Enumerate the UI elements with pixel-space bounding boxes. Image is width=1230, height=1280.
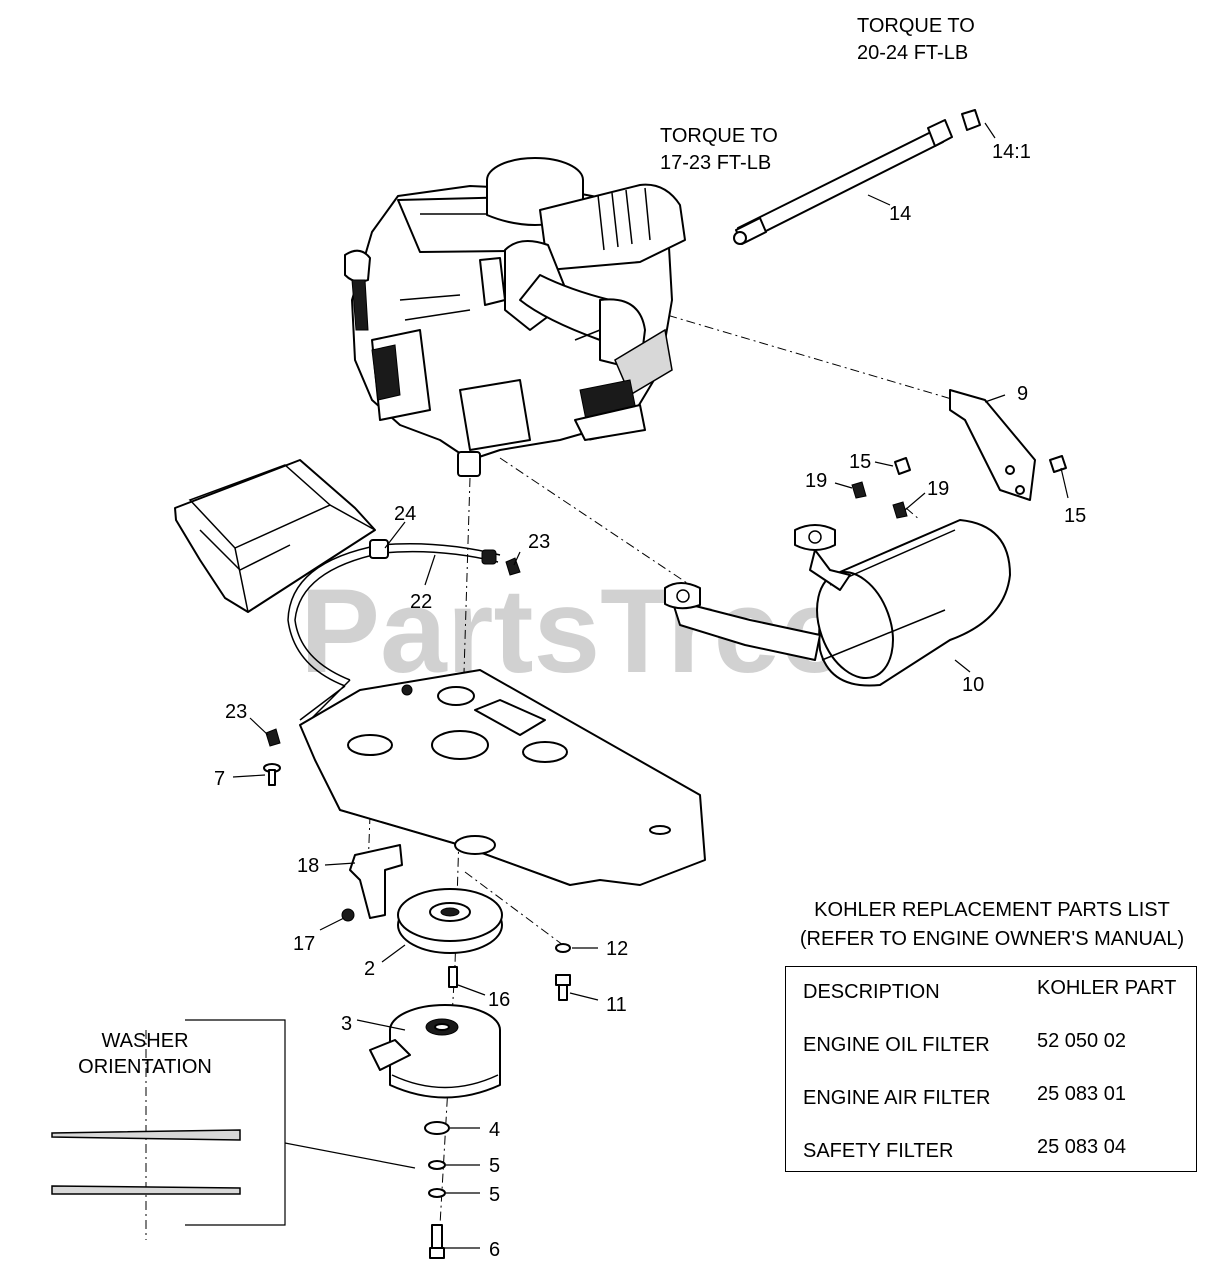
washer-orientation-line2: ORIENTATION: [78, 1056, 212, 1078]
key-washer-bolt: [448, 943, 571, 1001]
callout-9: 9: [1017, 383, 1028, 405]
pulley: [397, 888, 503, 954]
parts-list-header-row: DESCRIPTION KOHLER PART: [786, 977, 1196, 1007]
callout-19-right: 19: [927, 478, 949, 500]
callout-11: 11: [606, 994, 627, 1016]
callout-12: 12: [606, 938, 628, 960]
callout-4: 4: [489, 1119, 500, 1141]
muffler: [664, 519, 1011, 687]
callout-5-upper: 5: [489, 1155, 500, 1177]
parts-list-table: DESCRIPTION KOHLER PART ENGINE OIL FILTE…: [785, 966, 1197, 1172]
muffler-bracket: [949, 389, 1036, 501]
row-description: SAFETY FILTER: [803, 1140, 954, 1162]
row-part-number: 25 083 04: [1037, 1136, 1126, 1158]
electric-clutch: [369, 1004, 501, 1099]
callout-18: 18: [297, 855, 319, 877]
heat-shield: [174, 459, 376, 613]
callout-2: 2: [364, 958, 375, 980]
callout-17: 17: [293, 933, 315, 955]
row-part-number: 25 083 01: [1037, 1083, 1126, 1105]
washer-orientation-line1: WASHER: [101, 1030, 189, 1052]
washer-stack: [424, 1121, 450, 1259]
bolt-7: [263, 763, 281, 786]
torque-note-upper-line1: TORQUE TO: [857, 15, 975, 37]
row-part-number: 52 050 02: [1037, 1030, 1126, 1052]
callout-22: 22: [410, 591, 432, 613]
row-description: ENGINE AIR FILTER: [803, 1087, 991, 1109]
callout-14: 14: [889, 203, 911, 225]
callout-6: 6: [489, 1239, 500, 1261]
callout-7: 7: [214, 768, 225, 790]
callout-23-lower: 23: [225, 701, 247, 723]
muffler-fasteners: [851, 455, 1067, 519]
parts-list-title-line1: KOHLER REPLACEMENT PARTS LIST: [814, 899, 1170, 921]
parts-list-title-line2: (REFER TO ENGINE OWNER'S MANUAL): [799, 928, 1185, 950]
callout-24: 24: [394, 503, 416, 525]
torque-note-lower-line2: 17-23 FT-LB: [660, 152, 771, 174]
torque-note-upper-line2: 20-24 FT-LB: [857, 42, 968, 64]
callout-16: 16: [488, 989, 510, 1011]
parts-list-title: KOHLER REPLACEMENT PARTS LIST (REFER TO …: [762, 896, 1222, 954]
fuel-line: [265, 539, 521, 747]
washer-orientation-title: WASHER ORIENTATION: [60, 1028, 230, 1080]
header-description: DESCRIPTION: [803, 981, 940, 1003]
leader-lines: [232, 122, 1069, 1249]
table-row: ENGINE OIL FILTER 52 050 02: [786, 1030, 1196, 1060]
callout-3: 3: [341, 1013, 352, 1035]
callout-23-upper: 23: [528, 531, 550, 553]
header-kohler-part: KOHLER PART: [1037, 977, 1177, 999]
washer-orientation-detail: [51, 1019, 416, 1240]
callout-5-lower: 5: [489, 1184, 500, 1206]
callout-15-right: 15: [1064, 505, 1086, 527]
row-description: ENGINE OIL FILTER: [803, 1034, 990, 1056]
callout-15-upper: 15: [849, 451, 871, 473]
table-row: ENGINE AIR FILTER 25 083 01: [786, 1083, 1196, 1113]
table-row: SAFETY FILTER 25 083 04: [786, 1136, 1196, 1166]
engine: [344, 157, 686, 477]
torque-note-lower-line1: TORQUE TO: [660, 125, 778, 147]
callout-19-left: 19: [805, 470, 827, 492]
callout-10: 10: [962, 674, 984, 696]
callout-14-1: 14:1: [992, 141, 1031, 163]
clutch-bracket: [341, 844, 403, 922]
engine-deck-plate: [299, 669, 706, 886]
oil-drain-hose: [733, 109, 981, 245]
